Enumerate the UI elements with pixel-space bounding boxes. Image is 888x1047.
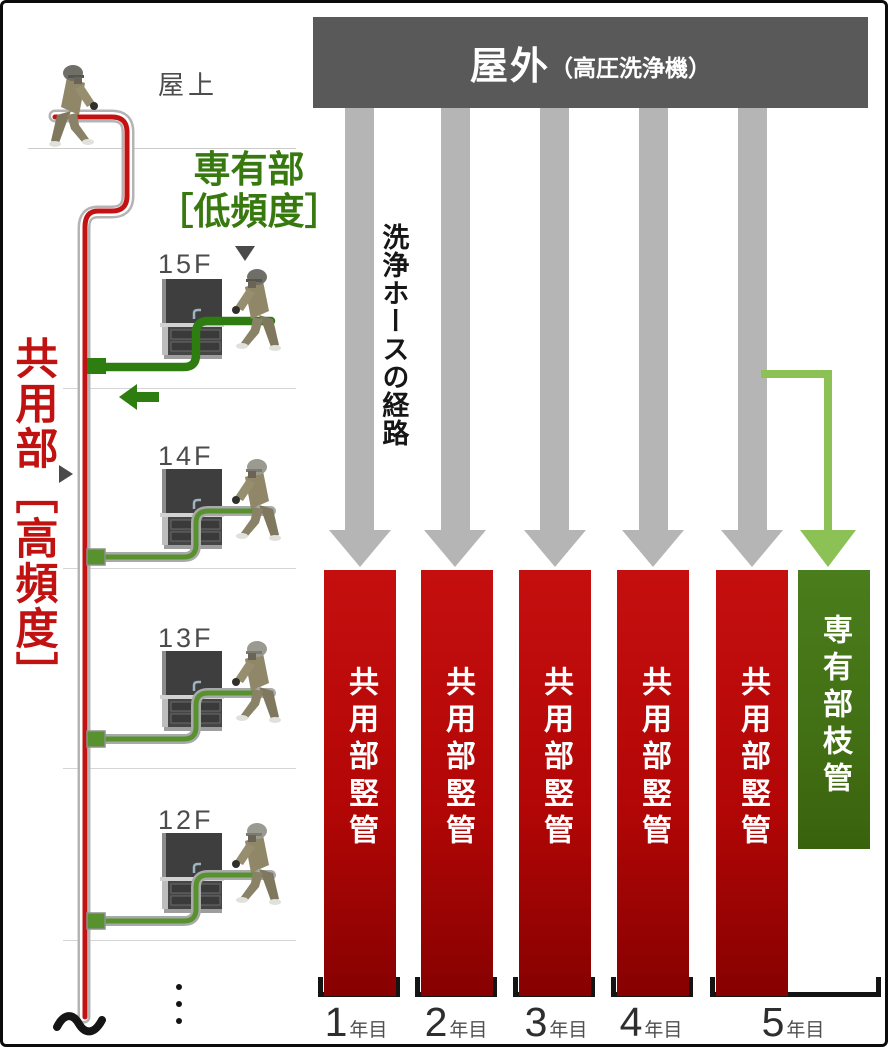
continuation-dots [176,984,182,1024]
floor-label-13f: 13F [158,623,214,653]
year-number: 4 [619,999,643,1045]
down-arrow-head-icon [329,530,391,567]
down-arrow-icon [345,108,374,530]
header-subtitle: （高圧洗浄機） [550,54,711,81]
year-number: 2 [424,999,448,1045]
pipes-layer [48,109,888,1036]
bar-private-branch: 専有部枝管 [798,570,870,849]
down-arrow-head-icon [524,530,586,567]
bar-common-riser-1: 共用部竪管 [324,570,396,996]
down-arrow-icon [540,108,569,530]
bar-label: 共用部竪管 [441,666,474,851]
down-arrow-head-icon [721,530,783,567]
left-arrow-icon [119,384,159,410]
hose-route-label: 洗浄ホースの経路 [378,223,409,447]
private-branch-label-line2: ［低頻度］ [156,190,342,232]
private-branch-label-line1: 専有部 [193,149,305,190]
right-triangle-icon [59,465,73,483]
common-riser-label: 共用部［高頻度］ [9,336,57,696]
floor-line-14f [63,568,296,569]
floor-label-15f: 15F [158,249,214,279]
floor-label-12f: 12F [158,805,214,835]
pipe-break-icon [53,1012,106,1036]
bar-label: 共用部竪管 [637,666,670,851]
year-bracket-5 [710,977,881,997]
bar-common-riser-2: 共用部竪管 [421,570,493,996]
outdoor-header: 屋外 （高圧洗浄機） [313,17,868,108]
green-elbow-arrow-icon [761,370,832,378]
floor-line-12f [63,940,296,941]
year-number: 3 [524,999,548,1045]
down-arrow-icon [441,108,470,530]
bar-common-riser-4: 共用部竪管 [617,570,689,996]
green-elbow-arrow-icon [824,370,832,530]
floor-label-14f: 14F [158,441,214,471]
bar-label: 共用部竪管 [539,666,572,851]
down-arrow-icon [639,108,668,530]
bar-common-riser-3: 共用部竪管 [519,570,591,996]
year-unit: 年目 [549,1020,588,1041]
green-arrow-head-icon [800,530,856,567]
year-unit: 年目 [349,1020,388,1041]
year-unit: 年目 [644,1020,683,1041]
bar-common-riser-5: 共用部竪管 [716,570,788,996]
worker-icon-13f [232,641,281,723]
year-number: 5 [761,999,785,1045]
floor-line-13f [63,768,296,769]
down-arrow-head-icon [622,530,684,567]
branch-hose-15f [87,316,276,374]
down-triangle-icon [235,246,255,261]
private-branch-label: 専有部 ［低頻度］ [151,149,347,233]
roof-label: 屋上 [158,70,219,100]
bar-label: 専有部枝管 [818,614,851,799]
header-title: 屋外 [469,46,550,88]
worker-icon-12f [232,823,281,905]
down-arrow-icon [738,108,767,530]
bar-label: 共用部竪管 [344,666,377,851]
year-unit: 年目 [449,1020,488,1041]
down-arrow-head-icon [424,530,486,567]
year-number: 1 [324,999,348,1045]
worker-icon-roof [49,65,98,147]
bar-label: 共用部竪管 [736,666,769,851]
worker-icon-14f [232,459,281,541]
year-unit: 年目 [786,1020,825,1041]
common-riser-pipe [48,109,135,1024]
floor-line-15f [63,388,296,389]
worker-icon-15f [232,269,281,351]
roof-line [28,148,296,149]
